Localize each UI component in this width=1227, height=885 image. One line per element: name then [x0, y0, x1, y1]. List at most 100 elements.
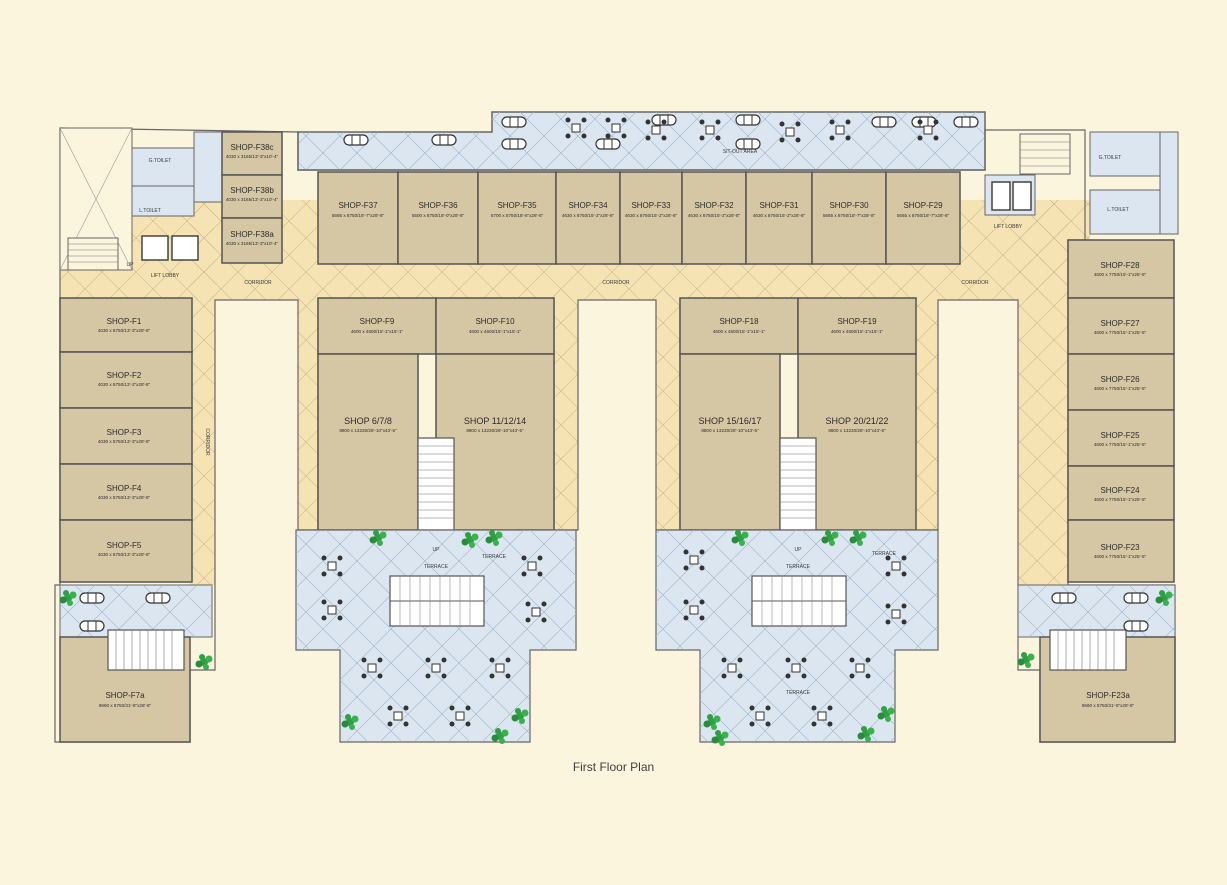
shop-f9-dim: 4600 x 4600/15'-1"x15'-1": [351, 329, 404, 334]
terrace-far-right: [1017, 584, 1176, 638]
shop-f35: [477, 171, 557, 265]
shop-f37-dim: 5665 x 8750/18'-7"x28'-8": [332, 213, 385, 218]
shop-f4-dim: 4030 x 8750/13'-3"x28'-8": [98, 495, 151, 500]
shop-f10-dim: 4600 x 4600/15'-1"x15'-1": [469, 329, 522, 334]
shop-f38c-dim: 4030 x 3165/13'-3"x10'-4": [226, 154, 279, 159]
shop-f34: [555, 171, 621, 265]
shop-f37-name: SHOP-F37: [338, 201, 378, 210]
shop-f36: [397, 171, 479, 265]
l-toilet-left-label: L.TOILET: [139, 208, 161, 214]
lift-lobby-right-label: LIFT LOBBY: [994, 224, 1023, 230]
shop-f34-name: SHOP-F34: [568, 201, 608, 210]
shop-f5-dim: 4030 x 8750/13'-3"x28'-8": [98, 552, 151, 557]
shop-f38c-name: SHOP-F38c: [230, 143, 273, 152]
shop-f33-name: SHOP-F33: [631, 201, 671, 210]
shop-f28-name: SHOP-F28: [1100, 261, 1140, 270]
shop-202122-dim: 8800 x 13230/28'-10"x43'-5": [828, 428, 886, 433]
shop-f26-name: SHOP-F26: [1100, 375, 1140, 384]
l-toilet-right-label: L.TOILET: [1107, 207, 1129, 213]
shop-f38c: [221, 131, 283, 176]
shop-f37: [317, 171, 399, 265]
shop-f3-name: SHOP-F3: [107, 428, 142, 437]
shop-f10-name: SHOP-F10: [475, 317, 515, 326]
shop-151617-dim: 8800 x 13230/28'-10"x43'-5": [701, 428, 759, 433]
shop-111214-name: SHOP 11/12/14: [464, 416, 526, 426]
shop-f31: [745, 171, 813, 265]
up-label-3: UP: [795, 547, 803, 553]
shop-111214-dim: 8800 x 13230/28'-10"x43'-5": [466, 428, 524, 433]
shop-f26-dim: 4600 x 7750/15'-1"x25'-5": [1094, 386, 1147, 391]
shop-f2-dim: 4030 x 8750/13'-3"x28'-8": [98, 382, 151, 387]
shop-f18-name: SHOP-F18: [719, 317, 759, 326]
terrace-label-1: TERRACE: [424, 564, 449, 570]
terrace-left: [295, 529, 577, 743]
shop-f38a-dim: 4030 x 3165/13'-3"x10'-4": [226, 241, 279, 246]
shop-f23-dim: 4600 x 7750/15'-1"x25'-5": [1094, 554, 1147, 559]
top-shops: [221, 131, 961, 265]
lift-lobby-left-label: LIFT LOBBY: [151, 273, 180, 279]
shop-f5-name: SHOP-F5: [107, 541, 142, 550]
shop-151617-name: SHOP 15/16/17: [699, 416, 762, 426]
shop-f32: [681, 171, 747, 265]
terrace-stairs: [389, 575, 847, 627]
corridor-label-1: CORRIDOR: [244, 280, 272, 286]
shop-f30: [811, 171, 887, 265]
shop-f24-dim: 4600 x 7750/15'-1"x25'-5": [1094, 497, 1147, 502]
shop-f27-dim: 4600 x 7750/15'-1"x25'-5": [1094, 330, 1147, 335]
right-shops: [1067, 239, 1175, 583]
corridor-label-vertical: CORRIDOR: [204, 428, 210, 456]
terrace-label-5: TERRACE: [786, 690, 811, 696]
shop-f25-dim: 4600 x 7750/15'-1"x25'-5": [1094, 442, 1147, 447]
shop-202122-name: SHOP 20/21/22: [826, 416, 889, 426]
shop-f3-dim: 4030 x 8750/13'-3"x28'-8": [98, 439, 151, 444]
shop-f25-name: SHOP-F25: [1100, 431, 1140, 440]
shop-f29-dim: 5665 x 8750/18'-7"x28'-8": [897, 213, 950, 218]
left-shops: [59, 297, 193, 583]
up-left-label: UP: [127, 262, 135, 268]
up-label-2: UP: [433, 547, 441, 553]
shop-f30-name: SHOP-F30: [829, 201, 869, 210]
shop-f33-dim: 4630 x 8750/15'-2"x28'-8": [625, 213, 678, 218]
terrace-label-2: TERRACE: [482, 554, 507, 560]
plants: [59, 530, 1173, 746]
sitout-label: SIT-OUT AREA: [723, 149, 758, 155]
g-toilet-right-label: G.TOILET: [1099, 155, 1122, 161]
shop-f36-dim: 5500 x 8750/18'-0"x28'-8": [412, 213, 465, 218]
shop-f31-name: SHOP-F31: [759, 201, 799, 210]
corridor-label-2: CORRIDOR: [602, 280, 630, 286]
shop-f33: [619, 171, 683, 265]
shop-f36-name: SHOP-F36: [418, 201, 458, 210]
shop-f35-name: SHOP-F35: [497, 201, 537, 210]
corner-stairs: [107, 629, 1127, 671]
shop-f38b: [221, 174, 283, 219]
g-toilet-left-label: G.TOILET: [149, 158, 172, 164]
shop-f28-dim: 4600 x 7750/15'-1"x25'-5": [1094, 272, 1147, 277]
terrace-label-4: TERRACE: [872, 551, 897, 557]
terrace-right: [655, 529, 939, 743]
shop-f32-name: SHOP-F32: [694, 201, 734, 210]
shop-f9-name: SHOP-F9: [360, 317, 395, 326]
shop-f38b-dim: 4030 x 3165/13'-3"x10'-4": [226, 197, 279, 202]
shop-678-name: SHOP 6/7/8: [344, 416, 392, 426]
shop-f32-dim: 4630 x 8750/15'-2"x28'-8": [688, 213, 741, 218]
corridor-label-3: CORRIDOR: [961, 280, 989, 286]
shop-f35-dim: 5700 x 8750/18'-8"x28'-8": [491, 213, 544, 218]
shop-f31-dim: 4630 x 8750/15'-2"x28'-8": [753, 213, 806, 218]
shop-f24-name: SHOP-F24: [1100, 486, 1140, 495]
shop-f34-dim: 4630 x 8750/15'-2"x28'-8": [562, 213, 615, 218]
terrace-sofas: [79, 592, 1149, 632]
shop-f27-name: SHOP-F27: [1100, 319, 1140, 328]
shop-f19-dim: 4600 x 4600/15'-1"x15'-1": [831, 329, 884, 334]
shop-f38a-name: SHOP-F38a: [230, 230, 274, 239]
left-service-block: [59, 127, 223, 271]
shop-f23a-dim: 9660 x 8750/31'-8"x28'-8": [1082, 703, 1135, 708]
shop-f29-name: SHOP-F29: [903, 201, 943, 210]
shop-f4-name: SHOP-F4: [107, 484, 142, 493]
shop-f23a-name: SHOP-F23a: [1086, 691, 1130, 700]
shop-f7a-dim: 9660 x 8750/31'-8"x28'-8": [99, 703, 152, 708]
shop-f38b-name: SHOP-F38b: [230, 186, 274, 195]
shop-678-dim: 8800 x 13230/28'-10"x43'-5": [339, 428, 397, 433]
shop-f38a: [221, 217, 283, 264]
central-shops: [317, 297, 917, 531]
